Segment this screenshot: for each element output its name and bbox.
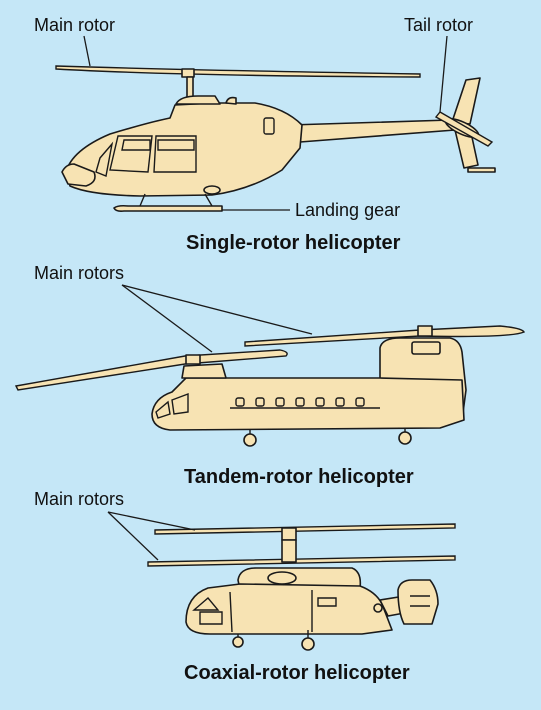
single-exhaust bbox=[225, 96, 237, 105]
leader-coaxial-upper bbox=[107, 511, 196, 531]
tandem-front-rotor-blade bbox=[14, 349, 288, 391]
tandem-front-wheel bbox=[243, 433, 257, 447]
single-windshield bbox=[95, 141, 114, 177]
coaxial-side-window bbox=[199, 611, 223, 625]
single-rear-window bbox=[157, 139, 195, 151]
tandem-rear-rotor-blade bbox=[244, 325, 525, 347]
tandem-fuselage bbox=[151, 377, 465, 431]
single-rotor-helicopter bbox=[55, 65, 496, 212]
single-gear-struts bbox=[139, 193, 213, 207]
tandem-window-row bbox=[235, 397, 365, 407]
coaxial-gear-struts bbox=[237, 630, 309, 638]
leader-tail-rotor bbox=[439, 35, 448, 113]
tandem-front-pylon bbox=[181, 363, 227, 379]
coaxial-cockpit-window bbox=[192, 597, 220, 611]
label-main-rotors-tandem: Main rotors bbox=[34, 263, 125, 283]
coaxial-mast bbox=[281, 539, 297, 563]
tandem-rear-hub bbox=[417, 325, 433, 337]
coaxial-main-wheel bbox=[301, 637, 315, 651]
coaxial-rear-light bbox=[373, 603, 383, 613]
coaxial-front-wheel bbox=[232, 636, 244, 648]
single-tail-fin-upper bbox=[451, 77, 481, 125]
tandem-rotor-helicopter bbox=[14, 325, 525, 447]
coaxial-upper-hub bbox=[281, 527, 297, 541]
single-rotor-hub bbox=[181, 68, 195, 78]
label-landing-gear: Landing gear bbox=[295, 200, 401, 220]
coaxial-door-lines bbox=[229, 590, 313, 633]
tandem-cockpit-window bbox=[155, 400, 171, 419]
leader-coaxial-lower bbox=[107, 511, 159, 561]
coaxial-upper-rotor-blade bbox=[154, 523, 456, 535]
single-step bbox=[203, 185, 221, 195]
leader-main-rotor bbox=[83, 35, 91, 67]
coaxial-tail-fin bbox=[397, 579, 439, 625]
single-engine-cowl bbox=[175, 95, 221, 105]
tandem-window bbox=[275, 397, 285, 407]
single-nose bbox=[61, 163, 96, 187]
tandem-cockpit-side bbox=[171, 392, 189, 415]
tandem-window bbox=[335, 397, 345, 407]
caption-tandem-rotor: Tandem-rotor helicopter bbox=[184, 466, 414, 488]
single-tail-skid bbox=[467, 167, 496, 173]
coaxial-lower-rotor-blade bbox=[147, 555, 456, 567]
tandem-window bbox=[255, 397, 265, 407]
coaxial-rotor-helicopter bbox=[147, 523, 456, 651]
tandem-rear-housing bbox=[411, 341, 441, 355]
leader-tandem-front bbox=[121, 284, 213, 353]
label-tail-rotor: Tail rotor bbox=[404, 15, 474, 35]
single-tail-boom bbox=[289, 119, 456, 143]
label-main-rotors-coaxial: Main rotors bbox=[34, 489, 125, 509]
tandem-window bbox=[355, 397, 365, 407]
coaxial-intake bbox=[267, 571, 297, 585]
coaxial-tail-lines bbox=[410, 595, 430, 607]
single-front-window bbox=[121, 139, 151, 151]
tandem-rear-wheel bbox=[398, 431, 412, 445]
leader-tandem-rear bbox=[121, 284, 313, 335]
coaxial-rear-window bbox=[317, 597, 337, 607]
coaxial-fuselage bbox=[185, 583, 393, 635]
caption-single-rotor: Single-rotor helicopter bbox=[186, 232, 401, 254]
label-main-rotor: Main rotor bbox=[34, 15, 116, 35]
single-landing-skid bbox=[113, 204, 223, 212]
single-main-rotor-blade bbox=[55, 65, 421, 78]
tandem-front-hub bbox=[185, 354, 201, 365]
tandem-window bbox=[315, 397, 325, 407]
caption-coaxial-rotor: Coaxial-rotor helicopter bbox=[184, 662, 410, 684]
single-rear-vent bbox=[263, 117, 275, 135]
single-tail-rotor-blade bbox=[434, 111, 494, 147]
tandem-window bbox=[295, 397, 305, 407]
tandem-window bbox=[235, 397, 245, 407]
tandem-gear-struts bbox=[249, 428, 406, 434]
